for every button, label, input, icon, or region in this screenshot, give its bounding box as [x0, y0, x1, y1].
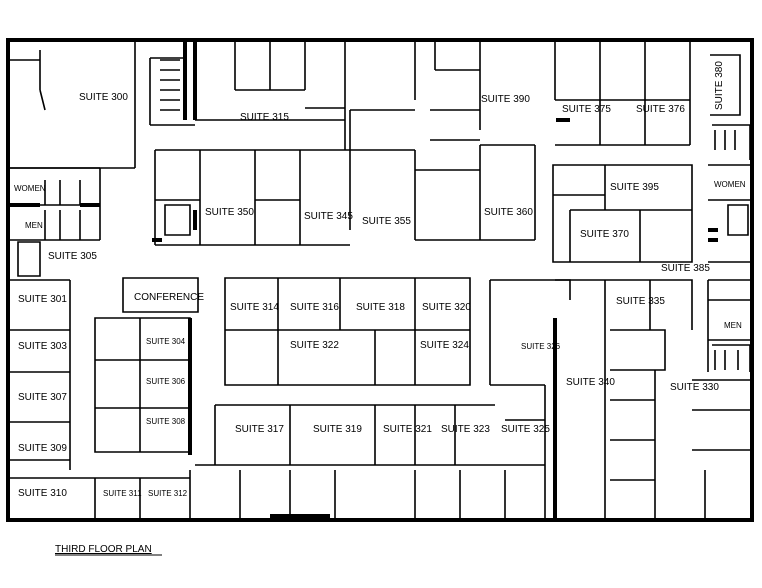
- suite-300-label: SUITE 300: [79, 92, 128, 103]
- suite-321-label: SUITE 321: [383, 424, 432, 435]
- suite-345-label: SUITE 345: [304, 211, 353, 222]
- suite-316-label: SUITE 316: [290, 302, 339, 313]
- suite-324-label: SUITE 324: [420, 340, 469, 351]
- suite-320-label: SUITE 320: [422, 302, 471, 313]
- suite-350-label: SUITE 350: [205, 207, 254, 218]
- plan-title: THIRD FLOOR PLAN: [55, 544, 152, 555]
- suite-335-label: SUITE 335: [616, 296, 665, 307]
- suite-370-label: SUITE 370: [580, 229, 629, 240]
- suite-305-label: SUITE 305: [48, 251, 97, 262]
- men-restroom-right-label: MEN: [724, 321, 742, 330]
- suite-301-label: SUITE 301: [18, 294, 67, 305]
- women-restroom-right-label: WOMEN: [714, 180, 746, 189]
- suite-312-label: SUITE 312: [148, 489, 188, 498]
- suite-323-label: SUITE 323: [441, 424, 490, 435]
- men-restroom-left-label: MEN: [25, 221, 43, 230]
- suite-395-label: SUITE 395: [610, 182, 659, 193]
- suite-340-label: SUITE 340: [566, 377, 615, 388]
- suite-385-label: SUITE 385: [661, 263, 710, 274]
- suite-326-label: SUITE 326: [521, 342, 561, 351]
- room-labels: SUITE 300 SUITE 315 SUITE 390 SUITE 375 …: [14, 61, 746, 499]
- suite-303-label: SUITE 303: [18, 341, 67, 352]
- suite-319-label: SUITE 319: [313, 424, 362, 435]
- outer-walls: [6, 38, 754, 522]
- women-restroom-left-label: WOMEN: [14, 184, 46, 193]
- suite-376-label: SUITE 376: [636, 104, 685, 115]
- suite-375-label: SUITE 375: [562, 104, 611, 115]
- suite-360-label: SUITE 360: [484, 207, 533, 218]
- suite-355-label: SUITE 355: [362, 216, 411, 227]
- suite-310-label: SUITE 310: [18, 488, 67, 499]
- suite-380-label: SUITE 380: [714, 61, 725, 110]
- suite-308-label: SUITE 308: [146, 417, 186, 426]
- suite-311-label: SUITE 311: [103, 489, 142, 498]
- suite-314-label: SUITE 314: [230, 302, 279, 313]
- suite-309-label: SUITE 309: [18, 443, 67, 454]
- interior-walls: [10, 40, 752, 520]
- suite-304-label: SUITE 304: [146, 337, 186, 346]
- suite-318-label: SUITE 318: [356, 302, 405, 313]
- suite-315-label: SUITE 315: [240, 112, 289, 123]
- suite-330-label: SUITE 330: [670, 382, 719, 393]
- suite-307-label: SUITE 307: [18, 392, 67, 403]
- suite-317-label: SUITE 317: [235, 424, 284, 435]
- suite-322-label: SUITE 322: [290, 340, 339, 351]
- suite-306-label: SUITE 306: [146, 377, 186, 386]
- suite-390-label: SUITE 390: [481, 94, 530, 105]
- conference-label: CONFERENCE: [134, 292, 204, 303]
- suite-325-label: SUITE 325: [501, 424, 550, 435]
